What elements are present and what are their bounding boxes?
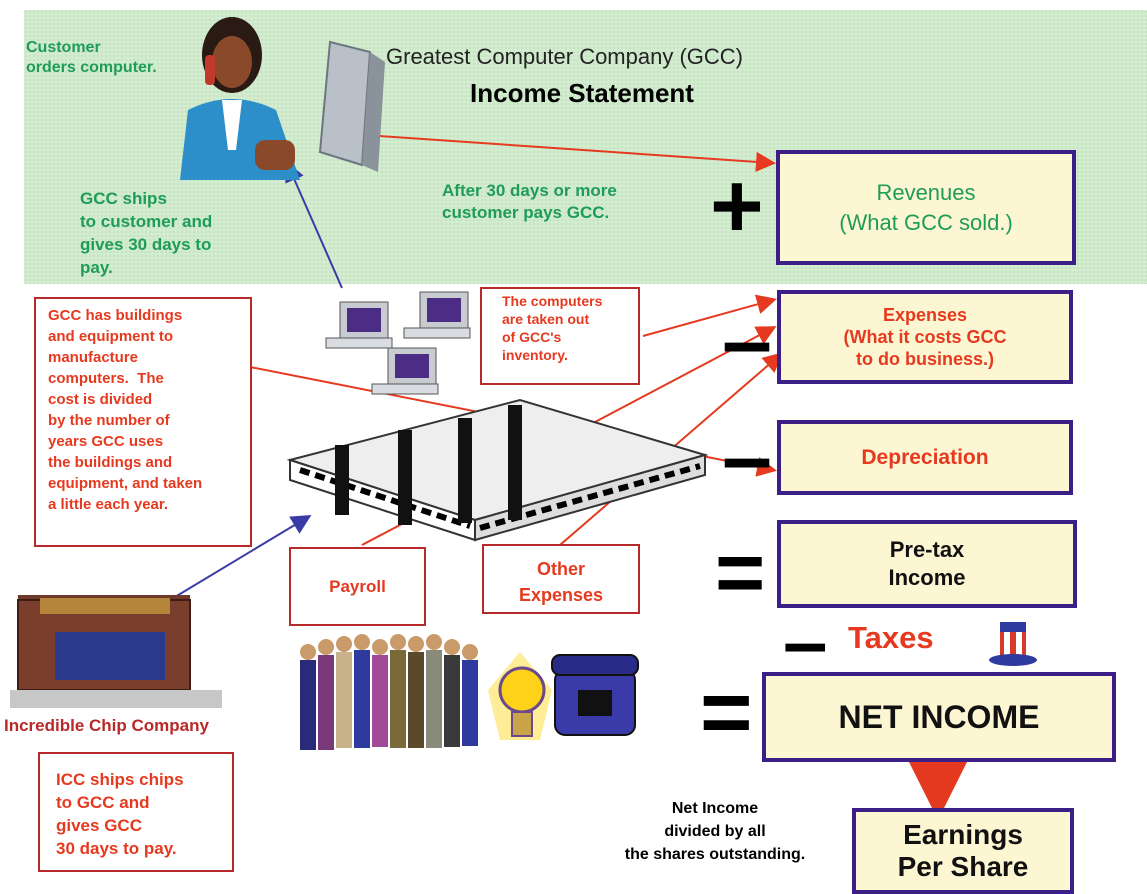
payroll-box: Payroll: [289, 547, 426, 626]
arrow-icc-to-factory: [169, 514, 312, 601]
pretax-income-box: Pre-tax Income: [777, 520, 1077, 608]
depreciation-box: Depreciation: [777, 420, 1073, 495]
equals-operator-net: =: [700, 663, 753, 763]
eps-box: Earnings Per Share: [852, 808, 1074, 894]
customer-orders-note: Customer orders computer.: [26, 39, 157, 76]
statement-title: Income Statement: [470, 78, 694, 108]
taxes-label: Taxes: [848, 620, 934, 655]
net-income-box: NET INCOME: [762, 672, 1116, 762]
net-income-label: NET INCOME: [838, 698, 1040, 735]
pretax-income-label: Pre-tax Income: [888, 537, 966, 590]
customer-pays-note: After 30 days or more customer pays GCC.: [442, 181, 617, 222]
expenses-label: Expenses (What it costs GCC to do busine…: [843, 305, 1007, 369]
minus-operator-depreciation: –: [722, 407, 773, 507]
revenues-label: Revenues (What GCC sold.): [839, 179, 1013, 235]
eps-label: Earnings Per Share: [897, 819, 1029, 882]
buildings-note: GCC has buildings and equipment to manuf…: [34, 297, 252, 547]
icc-ships-note: ICC ships chips to GCC and gives GCC 30 …: [38, 752, 234, 872]
arrow-tower-to-revenues: [364, 134, 776, 172]
minus-operator-taxes: –: [783, 597, 828, 686]
revenues-box: Revenues (What GCC sold.): [776, 150, 1076, 265]
arrow-inventory-to-expenses: [642, 294, 777, 337]
expenses-box: Expenses (What it costs GCC to do busine…: [777, 290, 1073, 384]
equals-operator-pretax: =: [715, 525, 766, 621]
other-expenses-box: Other Expenses: [482, 544, 640, 614]
plus-operator: +: [710, 155, 764, 257]
icc-label: Incredible Chip Company: [4, 716, 209, 735]
minus-operator-expenses: –: [722, 291, 773, 391]
gcc-ships-note: GCC ships to customer and gives 30 days …: [80, 189, 213, 277]
company-title: Greatest Computer Company (GCC): [386, 44, 743, 69]
depreciation-label: Depreciation: [861, 445, 989, 469]
inventory-note: The computers are taken out of GCC's inv…: [480, 287, 640, 385]
eps-note: Net Income divided by all the shares out…: [624, 800, 806, 863]
arrow-computers-to-customer: [285, 161, 343, 289]
